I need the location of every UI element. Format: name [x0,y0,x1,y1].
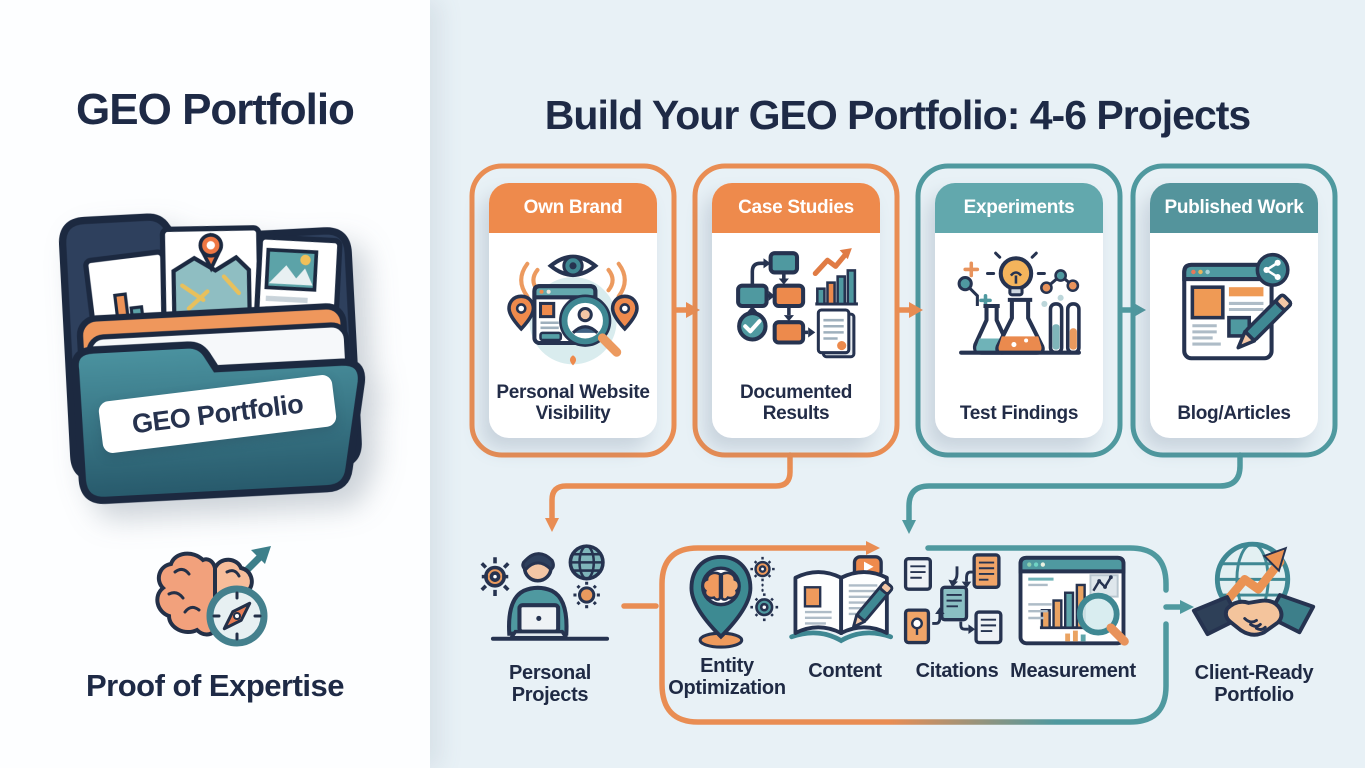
step-content-label: Content [808,660,882,682]
step-personal-projects-label: Personal Projects [508,662,592,707]
card-case-studies-caption: Documented Results [739,381,853,425]
folder-icon [59,213,366,504]
card-own-brand-title: Own Brand [523,197,623,218]
card-published-work-title: Published Work [1164,197,1304,218]
card-experiments-title: Experiments [963,197,1075,218]
map-pin-brain-icon [668,550,786,654]
card-own-brand: Own Brand [489,183,657,438]
step-client-ready-label: Client-Ready Portfolio [1194,662,1314,707]
pipeline-outline [659,545,1169,725]
eye-browser-magnifier-icon [507,239,639,377]
lab-flasks-lightbulb-icon [953,239,1085,377]
analytics-dashboard-icon [1008,550,1136,652]
open-book-pen-icon [780,553,908,653]
person-laptop-icon [478,540,622,652]
step-measurement-label: Measurement [1010,660,1136,682]
card-published-work-caption: Blog/Articles [1177,403,1291,425]
step-entity-optimization-label: Entity Optimization [668,655,786,700]
card-published-work-header: Published Work [1150,183,1318,233]
card-experiments-header: Experiments [935,183,1103,233]
card-case-studies: Case Studies [712,183,880,438]
right-panel-title: Build Your GEO Portfolio: 4-6 Projects [544,92,1251,139]
pipeline-top-arrowhead [866,541,880,555]
card-own-brand-caption: Personal Website Visibility [496,381,650,425]
arrow-to-personal-projects [549,452,793,521]
step-citations-label: Citations [915,660,999,682]
handshake-globe-arrow-icon [1188,538,1320,656]
card-case-studies-title: Case Studies [738,197,854,218]
card-experiments: Experiments [935,183,1103,438]
article-pencil-share-icon [1168,239,1300,377]
left-panel-caption: Proof of Expertise [86,668,345,703]
card-own-brand-header: Own Brand [489,183,657,233]
card-case-studies-header: Case Studies [712,183,880,233]
left-panel-title: GEO Portfolio [76,85,355,135]
arrow-published-to-pipeline [906,452,1243,523]
linked-documents-icon [897,553,1017,653]
brain-compass-icon [140,538,290,658]
flowchart-chart-document-icon [730,239,862,377]
card-experiments-caption: Test Findings [959,403,1079,425]
left-panel: GEO Portfolio [0,0,430,768]
card-published-work: Published Work Blog/Articl [1150,183,1318,438]
portfolio-folder-illustration [21,159,398,512]
